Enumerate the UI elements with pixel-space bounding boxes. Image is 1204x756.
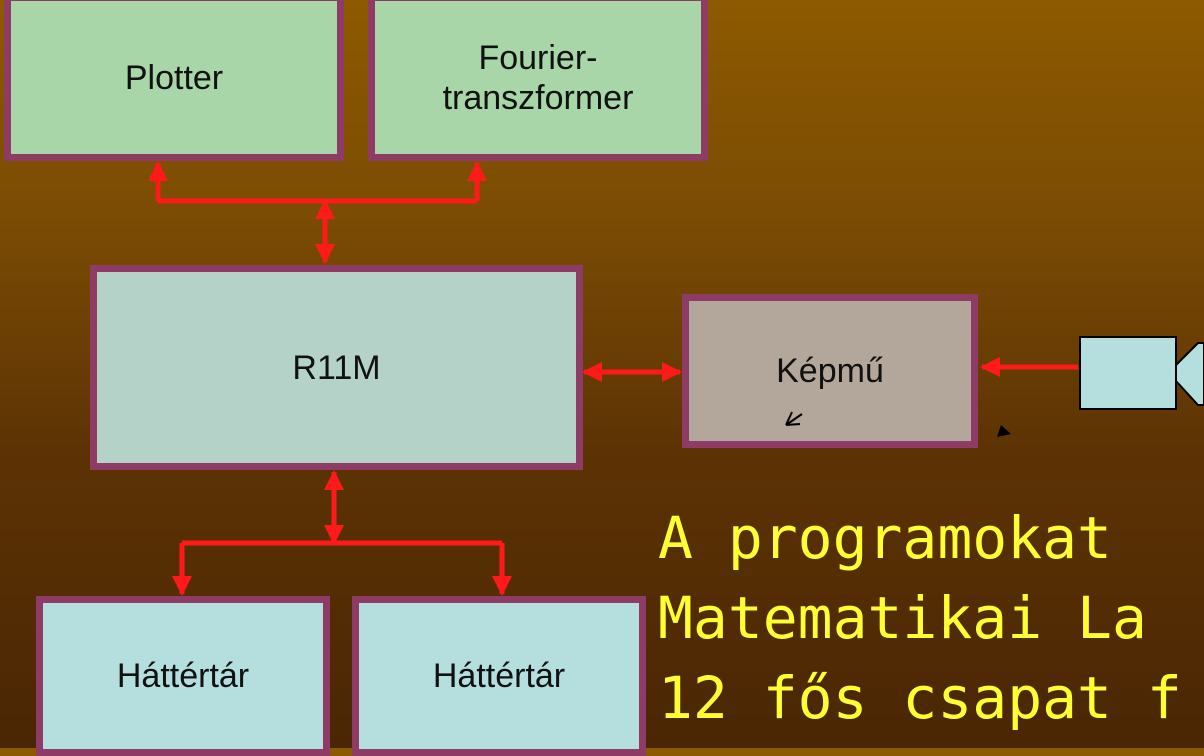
camera-icon bbox=[1079, 336, 1204, 410]
hattertar-box-1: Háttértár bbox=[36, 596, 330, 756]
fourier-label: Fourier- transzformer bbox=[443, 38, 634, 118]
fourier-label-line1: Fourier- bbox=[478, 38, 598, 77]
plotter-box: Plotter bbox=[4, 0, 344, 161]
r11m-label: R11M bbox=[292, 348, 381, 387]
note-line-2: Matematikai La bbox=[658, 584, 1147, 652]
note-line-1: A programokat bbox=[658, 504, 1112, 572]
small-triangle-pointer-icon bbox=[997, 425, 1011, 437]
fourier-transformer-box: Fourier- transzformer bbox=[368, 0, 708, 161]
note-text: A programokat Matematikai La 12 fős csap… bbox=[658, 498, 1204, 748]
hattertar-label-1: Háttértár bbox=[116, 657, 250, 695]
plotter-label: Plotter bbox=[124, 58, 224, 97]
r11m-box: R11M bbox=[90, 265, 583, 470]
hattertar-label-2: Háttértár bbox=[432, 657, 566, 695]
kepmu-label: Képmű bbox=[776, 352, 884, 390]
fourier-label-line2: transzformer bbox=[442, 78, 634, 117]
small-arrow-pointer-icon bbox=[785, 411, 803, 426]
hattertar-box-2: Háttértár bbox=[352, 596, 646, 756]
note-line-3: 12 fős csapat f bbox=[658, 664, 1182, 732]
kepmu-box: Képmű bbox=[682, 294, 978, 448]
